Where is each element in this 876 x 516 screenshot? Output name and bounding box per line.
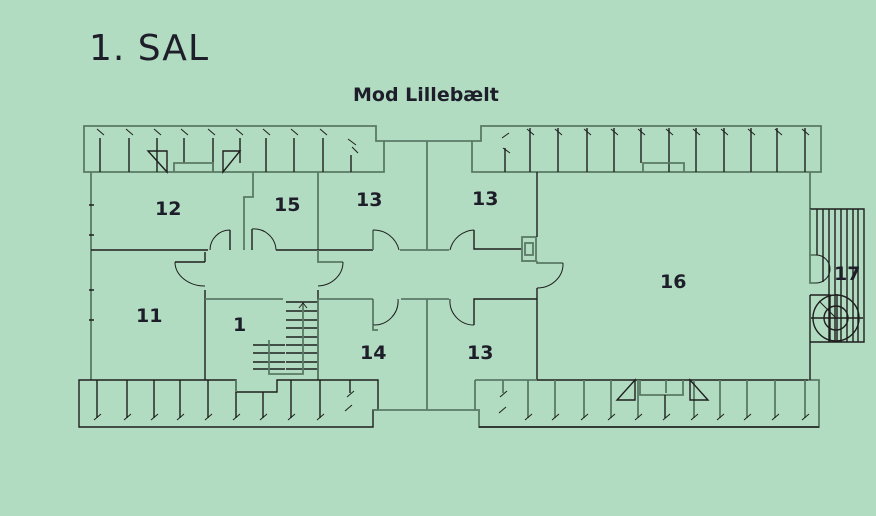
upper-connector bbox=[317, 140, 472, 250]
room-16-label: 16 bbox=[660, 271, 686, 293]
floor-title: 1. SAL bbox=[89, 28, 209, 69]
room-12-label: 12 bbox=[155, 198, 181, 220]
room-16-17-walls bbox=[809, 172, 865, 380]
room-15-label: 15 bbox=[274, 194, 300, 216]
room-1-label: 1 bbox=[233, 314, 246, 336]
room-13-b-label: 13 bbox=[472, 188, 498, 210]
staircase bbox=[253, 301, 318, 375]
orientation-label: Mod Lillebælt bbox=[353, 84, 499, 106]
room-13-c-label: 13 bbox=[467, 342, 493, 364]
balcony-bottom-left bbox=[78, 379, 475, 428]
room-17-label: 17 bbox=[834, 263, 860, 285]
rooms-12-15-walls bbox=[89, 172, 522, 380]
room-11-label: 11 bbox=[136, 305, 162, 327]
balcony-top-left bbox=[83, 125, 385, 174]
balcony-bottom-right bbox=[474, 378, 820, 428]
room-13-a-label: 13 bbox=[356, 189, 382, 211]
room-14-label: 14 bbox=[360, 342, 386, 364]
balcony-top-right bbox=[471, 125, 822, 173]
shaft bbox=[521, 236, 537, 262]
corridor-center-doors bbox=[318, 172, 564, 410]
room-14-walls bbox=[317, 299, 378, 380]
